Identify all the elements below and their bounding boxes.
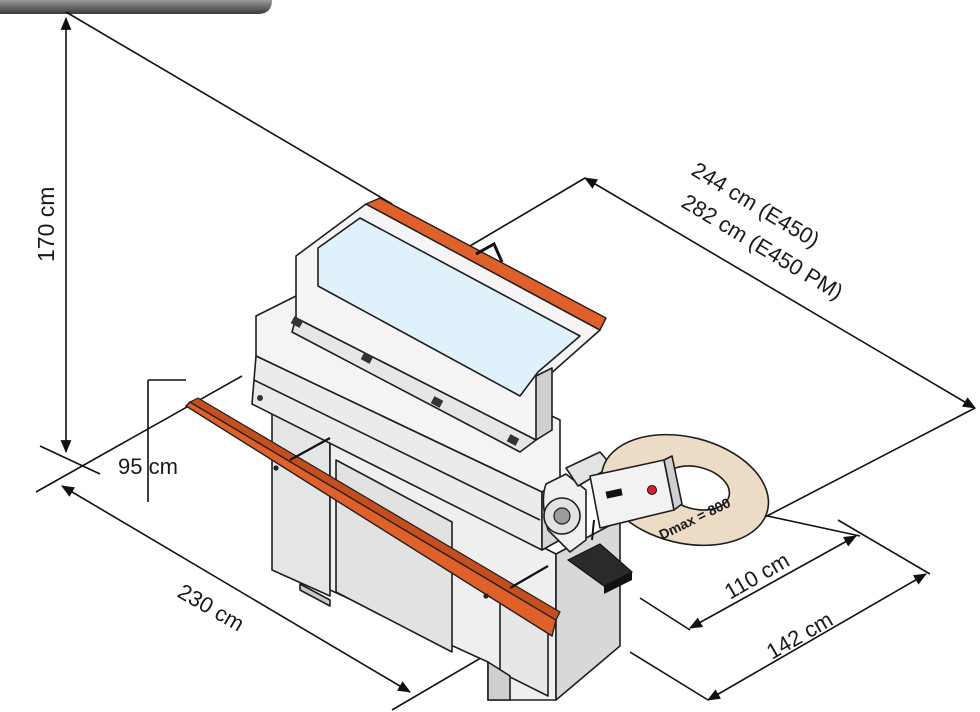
width-142-dimension-label: 142 cm — [762, 607, 837, 665]
edgebander-machine: Dmax = 800 — [184, 197, 770, 701]
height-dimension-label: 170 cm — [33, 187, 59, 262]
dimension-lines — [35, 11, 976, 711]
depth-dimension-label: 230 cm — [174, 579, 249, 637]
header-tab — [0, 0, 272, 14]
control-display — [605, 488, 623, 499]
emergency-stop-button — [647, 485, 657, 495]
table-height-dimension-label: 95 cm — [118, 454, 178, 479]
